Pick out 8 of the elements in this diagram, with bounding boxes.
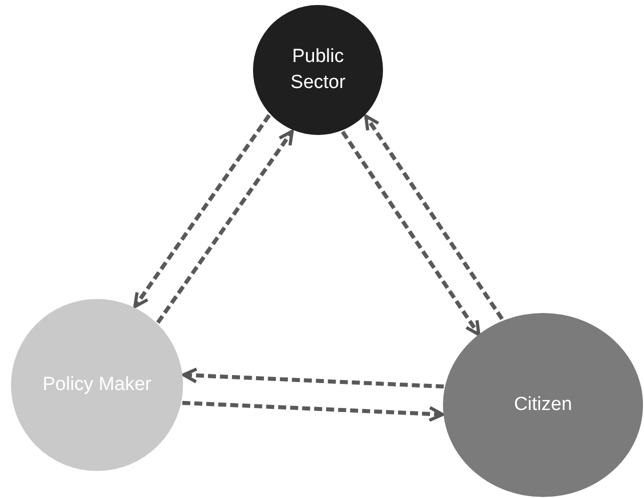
node-label: Public Sector bbox=[290, 45, 346, 95]
dashed-arrow bbox=[364, 114, 504, 320]
node-label: Citizen bbox=[512, 393, 574, 418]
dashed-arrow bbox=[133, 114, 271, 308]
dashed-arrow bbox=[156, 130, 294, 324]
dashed-arrow bbox=[340, 130, 480, 336]
dashed-arrow bbox=[182, 367, 444, 389]
dashed-arrow bbox=[182, 400, 444, 422]
